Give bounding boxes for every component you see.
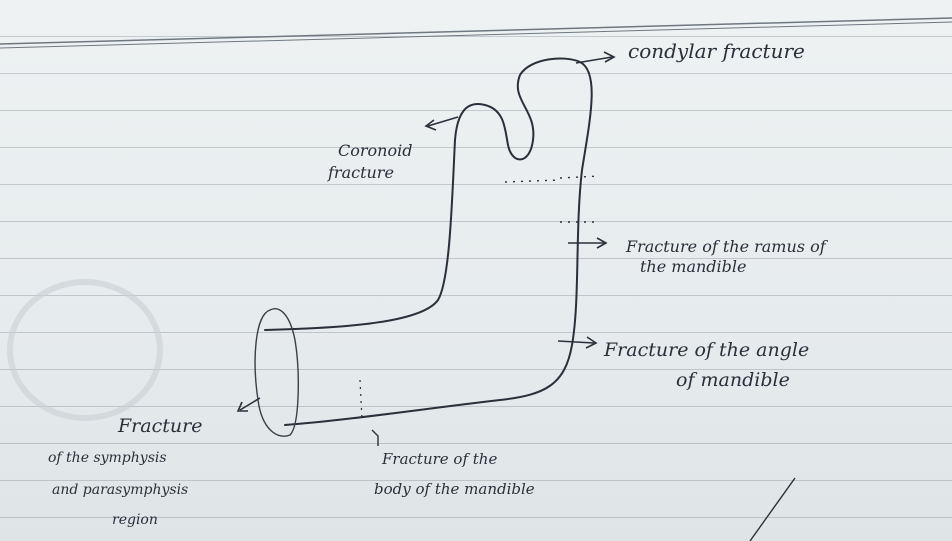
- body-fracture-line: [360, 380, 362, 420]
- arrow-ramus: [568, 238, 606, 248]
- label-coronoid-fracture-2: fracture: [327, 163, 394, 182]
- coronoid-fracture-line: [505, 180, 560, 182]
- label-body-fracture-1: Fracture of the: [381, 450, 497, 468]
- label-symphysis-fracture-1: Fracture: [117, 415, 202, 437]
- label-angle-fracture-2: of mandible: [676, 369, 790, 391]
- label-symphysis-fracture-3: and parasymphysis: [52, 482, 188, 498]
- arrow-coronoid: [426, 117, 458, 130]
- label-angle-fracture-1: Fracture of the angle: [603, 339, 809, 361]
- mandible-outline: [265, 58, 592, 425]
- stamp-mark: [10, 282, 160, 418]
- arrow-symphysis: [238, 398, 260, 411]
- stray-stroke: [750, 478, 795, 541]
- label-body-fracture-2: body of the mandible: [374, 480, 535, 498]
- label-symphysis-fracture-2: of the symphysis: [48, 450, 167, 466]
- top-rule: [0, 18, 952, 44]
- label-symphysis-fracture-4: region: [112, 512, 158, 528]
- pointer-body: [372, 430, 378, 446]
- arrow-angle: [558, 337, 596, 348]
- label-coronoid-fracture-1: Coronoid: [338, 141, 412, 160]
- arrow-condylar: [576, 52, 614, 63]
- label-ramus-fracture-2: the mandible: [640, 257, 747, 276]
- symphysis-region-outline: [255, 309, 298, 436]
- condylar-fracture-line: [560, 176, 600, 178]
- top-rule: [0, 22, 952, 48]
- label-ramus-fracture-1: Fracture of the ramus of: [625, 237, 829, 256]
- label-condylar-fracture: condylar fracture: [628, 39, 805, 63]
